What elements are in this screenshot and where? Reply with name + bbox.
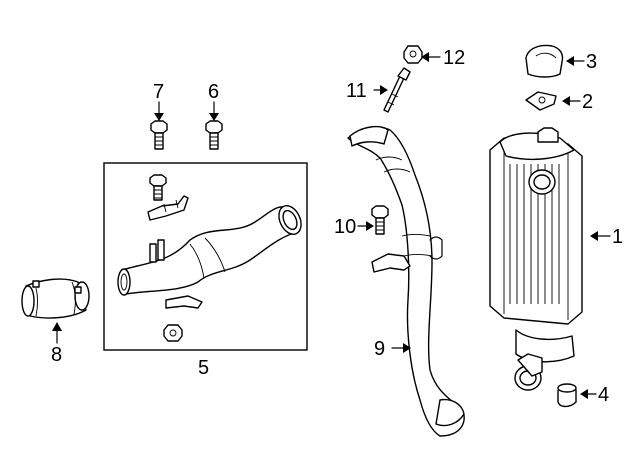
box-bracket-part <box>147 195 189 221</box>
assembly-box-frame <box>103 162 308 351</box>
callout-11: 11 <box>346 80 367 102</box>
callout-4: 4 <box>598 384 609 406</box>
nut-12-part <box>403 45 423 64</box>
callout-1: 1 <box>612 226 623 248</box>
box-bolt-part <box>149 174 167 201</box>
callout-6: 6 <box>208 81 219 103</box>
clip-2-part <box>525 91 557 111</box>
callout-7: 7 <box>153 81 164 103</box>
sensor-11-part <box>383 67 411 113</box>
callout-2: 2 <box>582 91 593 113</box>
intercooler-1-part <box>489 127 583 391</box>
hose-coupling-8-part <box>21 278 90 319</box>
callout-10: 10 <box>334 216 356 238</box>
callout-8: 8 <box>51 344 62 366</box>
callout-9: 9 <box>374 338 385 360</box>
box-intake-tube-part <box>117 205 302 309</box>
bolt-7-part <box>150 120 168 150</box>
callout-12: 12 <box>443 47 465 69</box>
bolt-10-part <box>371 205 389 235</box>
bolt-6-part <box>205 120 223 150</box>
callout-5: 5 <box>198 357 209 379</box>
grommet-4-part <box>557 383 577 408</box>
cover-3-part <box>525 44 564 78</box>
callout-3: 3 <box>586 51 597 73</box>
box-nut-part <box>163 324 183 342</box>
air-duct-9-part <box>347 125 465 437</box>
